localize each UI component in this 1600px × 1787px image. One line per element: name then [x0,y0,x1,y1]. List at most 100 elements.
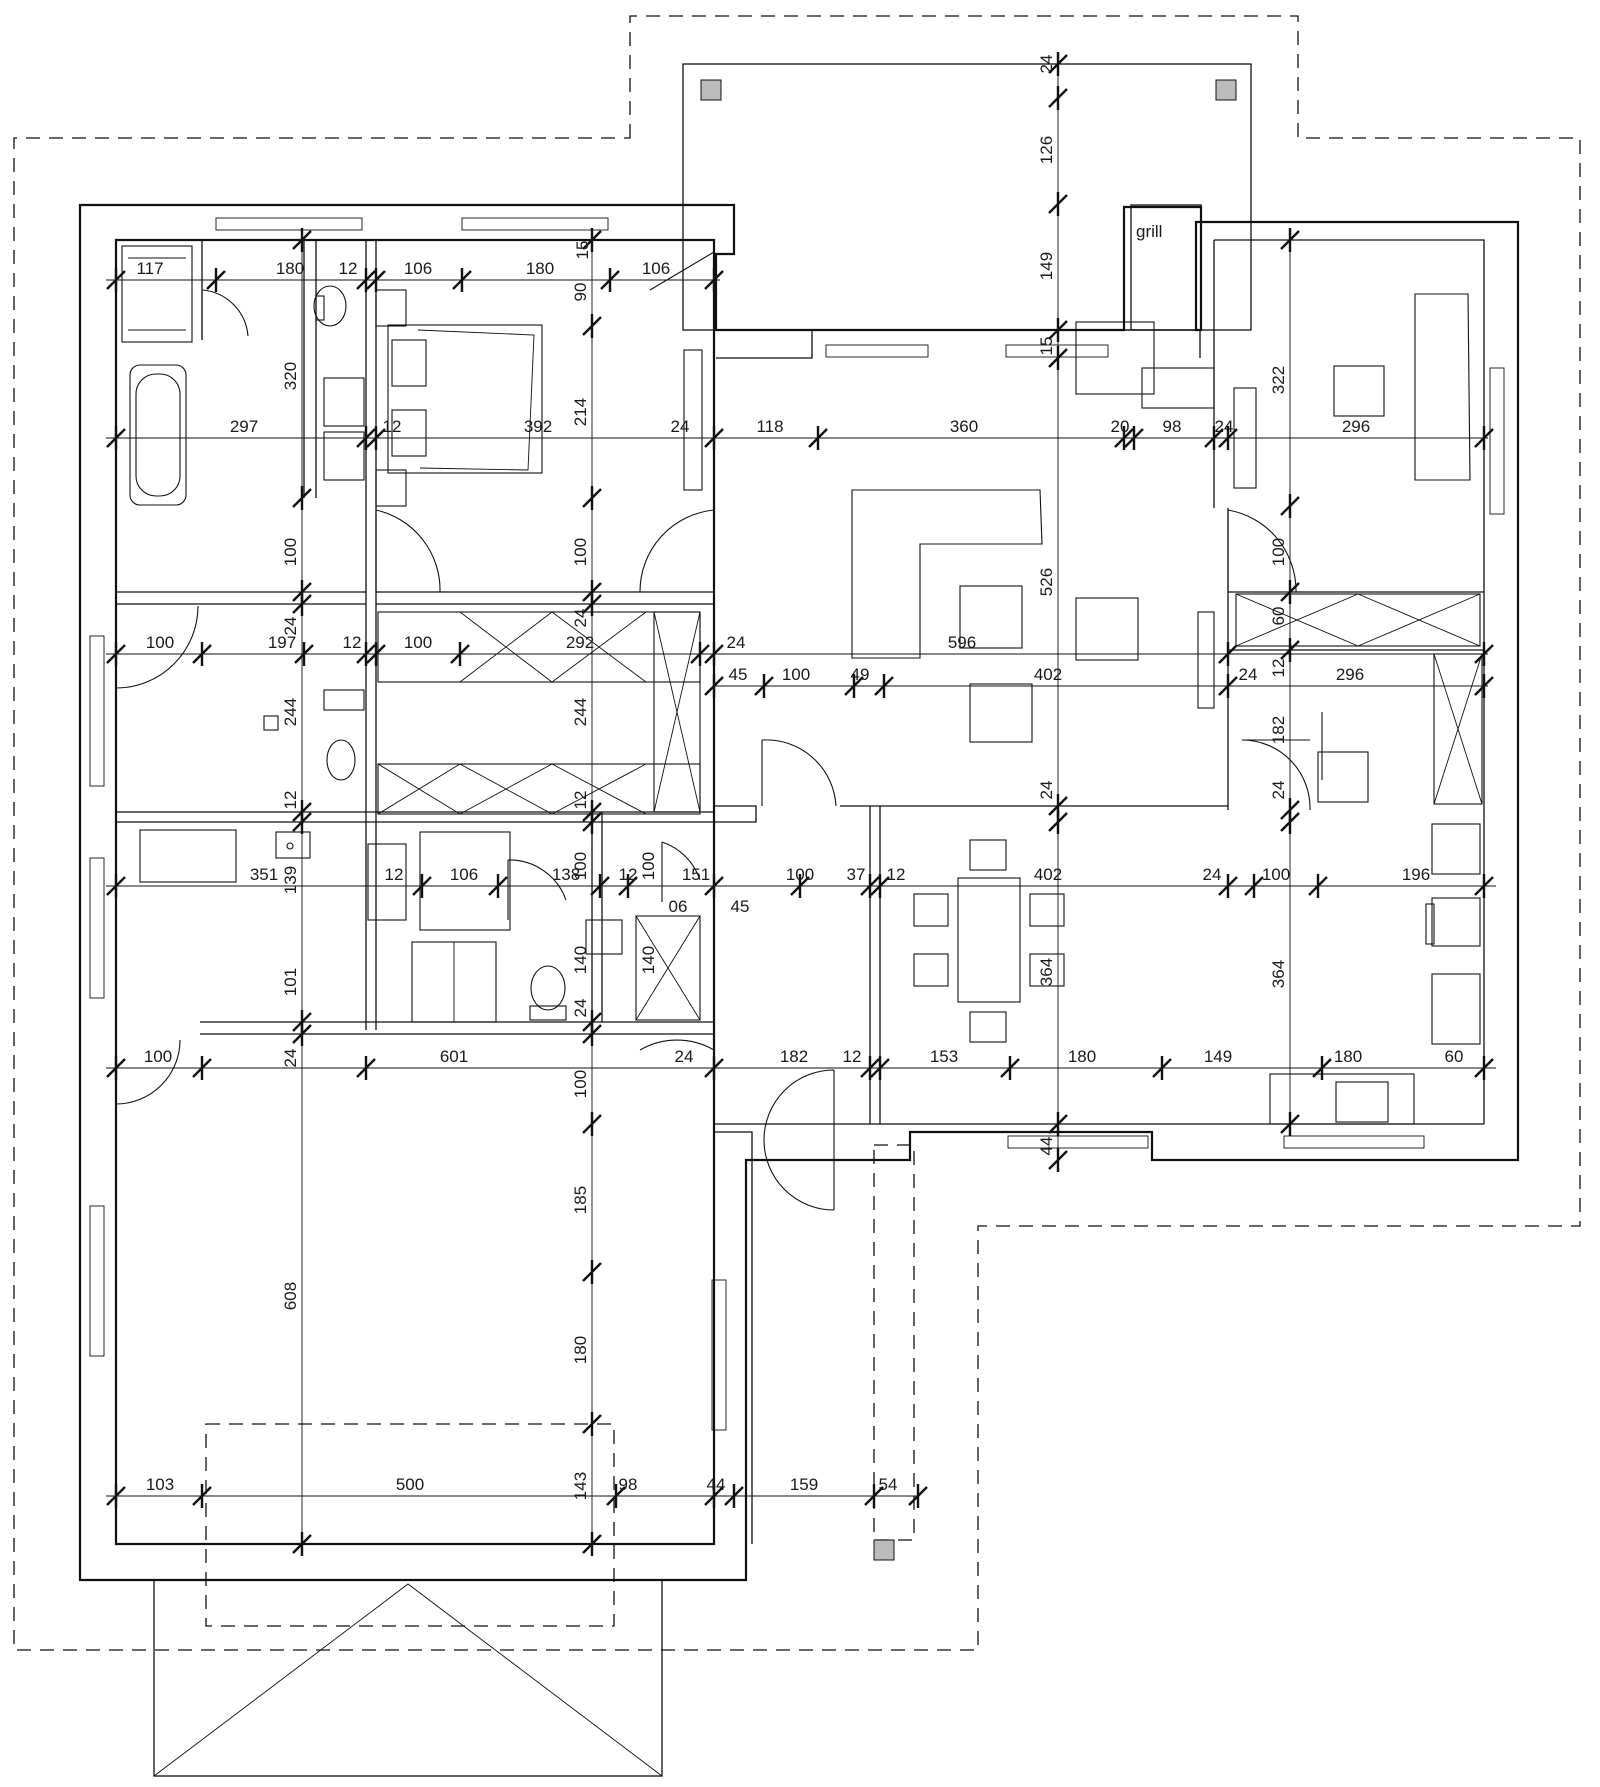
dimension-h-label: 296 [1342,417,1370,436]
dimension-tick [864,1484,884,1508]
dimension-tick [106,642,126,666]
dimension-h-label: 596 [948,633,976,652]
dimension-h-label: 100 [782,665,810,684]
dimension-tick [292,228,312,252]
dimension-tick [192,1484,212,1508]
dimension-tick [582,592,602,616]
dimension-tick [582,810,602,834]
dimension-tick [582,1022,602,1046]
dimension-tick [1218,874,1238,898]
dimension-tick [844,674,864,698]
dimension-tick [1474,426,1494,450]
dimension-tick [1474,674,1494,698]
dimension-h-label: 100 [404,633,432,652]
dimension-tick [1308,874,1328,898]
dimension-h-label: 196 [1402,865,1430,884]
dimension-tick [356,642,376,666]
dimension-tick [1312,1056,1332,1080]
dimension-h-label: 45 [729,665,748,684]
dimension-tick [1048,1112,1068,1136]
dimension-v-label: 143 [571,1472,590,1500]
dimension-tick [292,1022,312,1046]
dimension-tick [106,268,126,292]
dimension-tick [1218,674,1238,698]
dimension-v-label: 24 [281,617,300,636]
dimension-tick [1204,426,1224,450]
dimension-h-label: 24 [675,1047,694,1066]
dimension-tick [704,1056,724,1080]
dimension-h-label: 98 [1163,417,1182,436]
dimension-tick [1474,874,1494,898]
dimension-h-label: 149 [1204,1047,1232,1066]
terrace [682,63,1252,331]
dining-kitchen [913,823,1481,1125]
dimension-v-label: 24 [1269,781,1288,800]
bathroom-fixtures [121,245,701,1021]
entrance-canopy-outline [205,1423,615,1627]
dimension-h-label: 12 [887,865,906,884]
dimension-h-label: 24 [1215,417,1234,436]
dimension-tick [754,674,774,698]
dimension-tick [294,642,314,666]
dimension-h-label: 292 [566,633,594,652]
dimension-tick [1474,642,1494,666]
dimension-tick [1218,642,1238,666]
dimension-h-label: 402 [1034,865,1062,884]
dimension-h-label: 100 [786,865,814,884]
dimension-tick [192,1056,212,1080]
dimension-v-label: 100 [571,538,590,566]
dimension-v-label: 100 [1269,538,1288,566]
dimension-tick [292,810,312,834]
dimension-tick [704,674,724,698]
dimension-tick [704,426,724,450]
dimension-tick [590,874,610,898]
living-furniture [851,293,1471,743]
dimension-h-label: 153 [930,1047,958,1066]
dimension-tick [1048,810,1068,834]
dimension-v-label: 24 [1037,781,1056,800]
dimension-v-label: 244 [281,698,300,726]
dimension-h-label: 106 [404,259,432,278]
dimension-tick [366,426,386,450]
dimension-tick [600,268,620,292]
dimension-tick [582,1412,602,1436]
wardrobes [377,593,1483,815]
roof-outline [13,15,1581,1651]
dimension-v-label: 140 [571,946,590,974]
dimension-v-label: 15 [573,241,592,260]
dimension-tick [606,1484,626,1508]
utility-fixtures [139,829,511,1023]
dimension-h-label: 151 [682,865,710,884]
dimension-v-label: 100 [281,538,300,566]
dimension-h-label: 351 [250,865,278,884]
dimension-tick [1048,346,1068,370]
dimension-tick [366,642,386,666]
dimension-h-label: 12 [383,417,402,436]
dimension-tick [1048,318,1068,342]
dimension-v-label: 185 [571,1186,590,1214]
dimension-v-label: 24 [281,1049,300,1068]
dimension-tick [582,1532,602,1556]
dimension-tick [1114,426,1134,450]
bedroom-furniture [375,289,703,507]
dimension-tick [870,874,890,898]
dimension-v-label: 526 [1037,568,1056,596]
dimension-h-label: 12 [843,1047,862,1066]
dimension-h-label: 12 [385,865,404,884]
dimension-tick [1280,228,1300,252]
dimension-h-label: 159 [790,1475,818,1494]
dimension-lines [106,60,1496,1546]
dimension-h-label: 182 [780,1047,808,1066]
dimension-h-label: 24 [1239,665,1258,684]
dimension-ticks [106,52,1494,1556]
dimension-v-label: 100 [571,852,590,880]
dimension-v-label: 101 [281,968,300,996]
dimension-v-label: 24 [571,609,590,628]
dimension-v-label: 140 [639,946,658,974]
dimension-tick [106,874,126,898]
dimension-h-label: 180 [276,259,304,278]
dimension-tick [704,874,724,898]
dimension-h-label: 360 [950,417,978,436]
dimension-v-label: 12 [281,791,300,810]
